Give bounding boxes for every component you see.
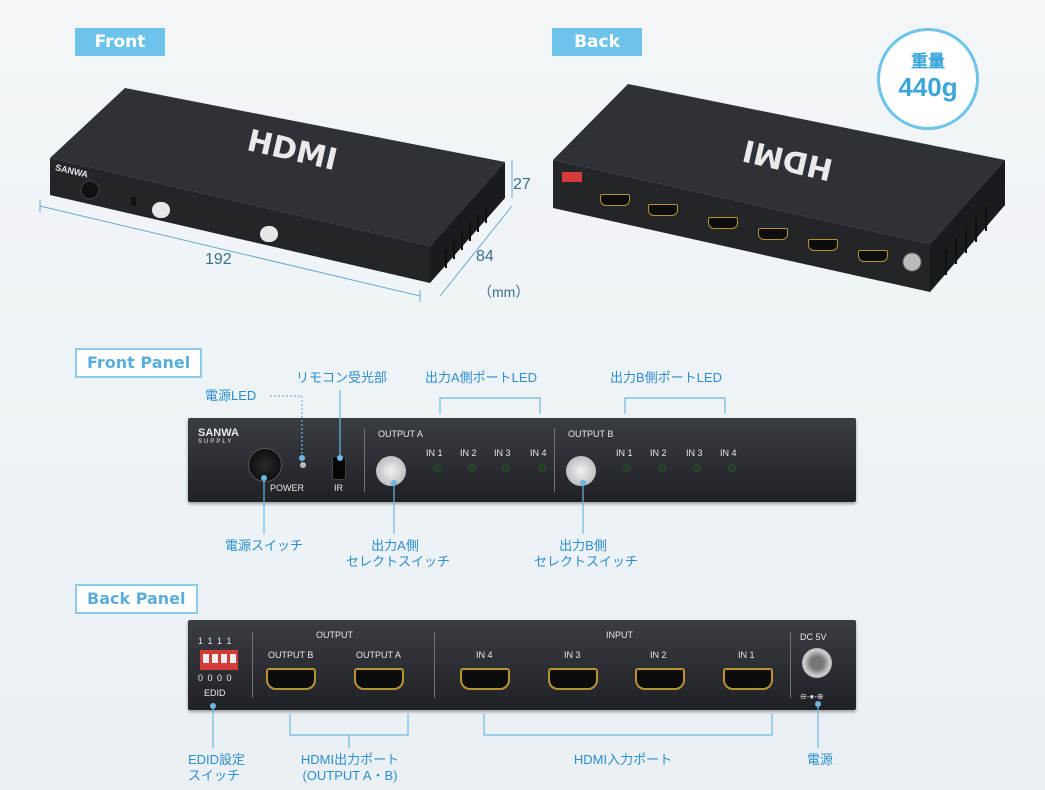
label-out-b-led: 出力B側ポートLED [610,370,722,385]
dc-polarity-icon: ⊖-●-⊕ [800,692,824,701]
b-in3-text: IN 3 [686,448,703,458]
power-led [300,462,306,468]
label-a-select-2: セレクトスイッチ [346,554,451,569]
back-in1-text: IN 1 [738,650,755,660]
a-led-in1 [433,464,441,472]
back-divider-2 [434,632,435,698]
b-led-in4 [728,464,736,472]
back-divider-3 [790,632,791,698]
label-power-switch: 電源スイッチ [225,538,304,553]
label-edid-1: EDID設定 [188,752,246,767]
ir-text: IR [334,483,343,493]
input-group-text: INPUT [606,630,633,640]
hdmi-out-b-port[interactable] [266,668,316,690]
back-in3-text: IN 3 [564,650,581,660]
power-text: POWER [270,483,305,493]
a-led-in3 [502,464,510,472]
edid-dip-switch[interactable] [200,650,238,670]
a-led-in4 [538,464,546,472]
front-brand-sub: SUPPLY [198,439,234,445]
back-photo-port-in2 [808,239,838,251]
b-led-in1 [623,464,631,472]
hdmi-in1-port[interactable] [723,668,773,690]
front-device-photo: HDMI [39,88,513,302]
tag-back-panel: Back Panel [75,584,198,614]
back-output-b-text: OUTPUT B [268,650,314,660]
label-hdmi-in: HDMI入力ポート [573,752,673,767]
hdmi-in3-port[interactable] [548,668,598,690]
dip-bottom-text: 0 0 0 0 [198,673,233,683]
label-a-select-1: 出力A側 [371,538,419,553]
back-photo-port-in4 [708,217,738,229]
label-out-a-led: 出力A側ポートLED [425,370,537,385]
weight-value: 440g [898,72,958,102]
hdmi-out-a-port[interactable] [354,668,404,690]
front-divider-2 [554,428,555,492]
output-a-text: OUTPUT A [378,429,423,439]
back-in2-text: IN 2 [650,650,667,660]
back-photo-port-out-a [648,204,678,216]
weight-label: 重量 [911,52,945,71]
a-in1-text: IN 1 [426,448,443,458]
back-divider-1 [252,632,253,698]
back-photo-port-out-b [600,194,630,206]
label-power: 電源 [806,752,833,767]
b-led-in2 [658,464,666,472]
dim-unit: （mm） [478,284,530,300]
a-in3-text: IN 3 [494,448,511,458]
back-device-photo: HDMI [553,84,1005,292]
dim-height: 27 [513,176,531,193]
output-group-text: OUTPUT [316,630,353,640]
label-power-led: 電源LED [205,388,257,403]
output-a-select-button[interactable] [376,456,406,486]
weight-badge: 重量 440g [877,28,979,130]
a-in4-text: IN 4 [530,448,547,458]
back-in4-text: IN 4 [476,650,493,660]
dc-power-jack[interactable] [802,648,832,678]
tag-front-panel: Front Panel [75,348,203,378]
label-hdmi-out-1: HDMI出力ポート [300,752,400,767]
output-b-text: OUTPUT B [568,429,614,439]
hdmi-in2-port[interactable] [635,668,685,690]
b-in4-text: IN 4 [720,448,737,458]
front-divider-1 [364,428,365,492]
label-b-select-1: 出力B側 [559,538,607,553]
tag-back: Back [552,28,642,56]
dc-text: DC 5V [800,632,827,642]
dip-top-text: 1 1 1 1 [198,636,233,646]
b-led-in3 [693,464,701,472]
edid-text: EDID [204,688,226,698]
dim-depth: 84 [476,248,494,265]
back-photo-port-in3 [758,228,788,240]
front-panel: SANWA SUPPLY POWER IR OUTPUT A IN 1 IN 2… [188,418,856,502]
label-edid-2: スイッチ [188,768,241,783]
front-brand: SANWA [198,427,239,439]
label-b-select-2: セレクトスイッチ [534,554,639,569]
a-in2-text: IN 2 [460,448,477,458]
back-output-a-text: OUTPUT A [356,650,401,660]
hdmi-in4-port[interactable] [460,668,510,690]
back-photo-port-in1 [858,250,888,262]
b-in2-text: IN 2 [650,448,667,458]
tag-front: Front [75,28,165,56]
label-hdmi-out-2: (OUTPUT A・B) [302,768,398,783]
dim-width: 192 [205,251,232,268]
back-panel: 1 1 1 1 0 0 0 0 EDID OUTPUT OUTPUT B OUT… [188,620,856,710]
b-in1-text: IN 1 [616,448,633,458]
label-remote: リモコン受光部 [296,370,388,385]
power-switch[interactable] [248,448,282,482]
a-led-in2 [468,464,476,472]
